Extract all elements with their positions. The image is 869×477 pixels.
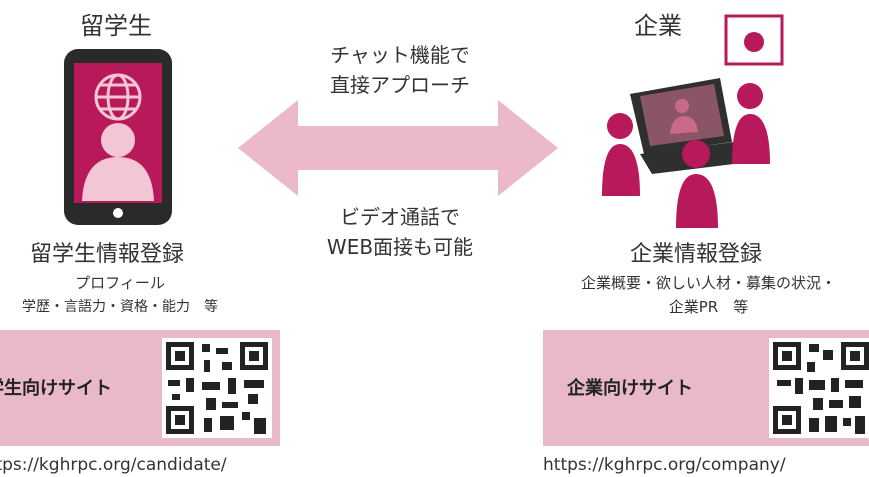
chat-line-1: チャット機能で bbox=[330, 43, 470, 67]
video-line-1: ビデオ通話で bbox=[340, 205, 460, 229]
chat-line-2: 直接アプローチ bbox=[330, 73, 470, 97]
company-details-line-2: 企業PR 等 bbox=[668, 298, 749, 316]
video-feature-text: ビデオ通話で WEB面接も可能 bbox=[280, 202, 520, 262]
company-url-link[interactable]: https://kghrpc.org/company/ bbox=[543, 455, 786, 475]
globe-icon bbox=[94, 73, 142, 121]
student-url-link[interactable]: https://kghrpc.org/candidate/ bbox=[0, 455, 227, 475]
company-site-box[interactable]: 企業向けサイト bbox=[543, 330, 869, 446]
video-frame-icon bbox=[724, 14, 784, 66]
company-details-line-1: 企業概要・欲しい人材・募集の状況・ bbox=[580, 274, 836, 292]
double-arrow-icon bbox=[238, 100, 558, 196]
student-site-box[interactable]: 学生向けサイト bbox=[0, 330, 280, 446]
company-qr-code[interactable] bbox=[769, 338, 869, 438]
student-title: 留学生 bbox=[80, 12, 152, 40]
student-profile-items: 学歴・言語力・資格・能力 等 bbox=[22, 299, 218, 315]
company-title: 企業 bbox=[634, 12, 682, 40]
video-line-2: WEB面接も可能 bbox=[326, 235, 474, 259]
person-icon bbox=[82, 123, 154, 201]
smartphone-illustration bbox=[64, 49, 172, 225]
student-qr-code[interactable] bbox=[162, 338, 272, 438]
student-site-label: 学生向けサイト bbox=[0, 378, 112, 399]
student-profile-label: プロフィール bbox=[75, 274, 165, 292]
student-heading: 留学生情報登録 bbox=[30, 242, 185, 267]
company-site-label: 企業向けサイト bbox=[567, 378, 693, 399]
company-heading: 企業情報登録 bbox=[630, 242, 763, 267]
people-icon bbox=[602, 83, 770, 228]
phone-home-button bbox=[113, 208, 123, 218]
chat-feature-text: チャット機能で 直接アプローチ bbox=[280, 40, 520, 100]
company-meeting-illustration bbox=[602, 14, 784, 228]
